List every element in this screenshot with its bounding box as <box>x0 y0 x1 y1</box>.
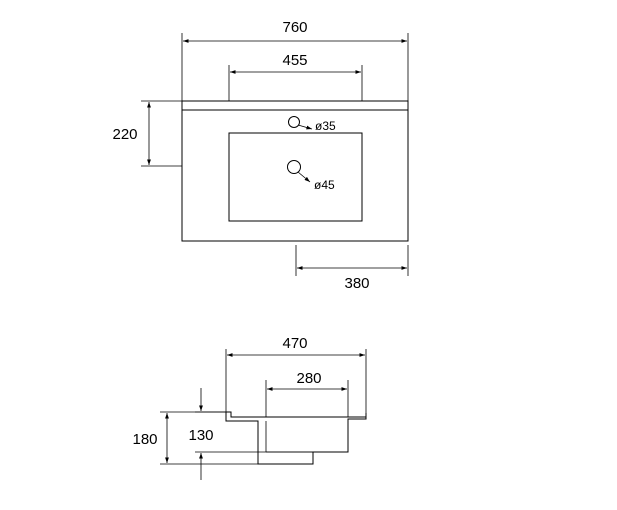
dim-760-label: 760 <box>282 19 307 36</box>
tap-hole-leader <box>297 124 313 130</box>
dim-455-label: 455 <box>282 52 307 69</box>
tap-hole <box>288 116 300 128</box>
tap-hole-label: ø35 <box>315 119 336 133</box>
dim-380-label: 380 <box>344 275 369 292</box>
basin-outline <box>228 132 363 222</box>
dim-470-label: 470 <box>282 335 307 352</box>
countertop-outline <box>181 100 409 242</box>
top-view: ø35 ø45 760 455 220 380 <box>112 19 409 292</box>
dim-130-label: 130 <box>188 427 213 444</box>
dim-280-label: 280 <box>296 370 321 387</box>
side-view: 470 280 180 130 <box>132 335 367 480</box>
basin-section-outline <box>225 411 367 465</box>
drain-hole <box>287 160 301 174</box>
dim-220-label: 220 <box>112 126 137 143</box>
drain-hole-leader <box>297 171 311 183</box>
drain-hole-label: ø45 <box>314 178 335 192</box>
dim-180-label: 180 <box>132 431 157 448</box>
